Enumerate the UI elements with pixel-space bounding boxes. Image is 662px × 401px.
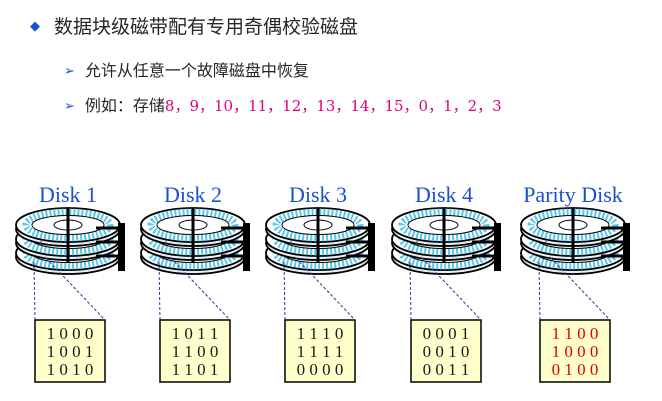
bit-row: 1 0 0 0 — [47, 324, 94, 343]
bit-row: 1 0 1 1 — [172, 324, 219, 343]
sub-bullet-1-text: 允许从任意一个故障磁盘中恢复 — [84, 61, 309, 80]
sub-bullet-1: ➢ 允许从任意一个故障磁盘中恢复 — [64, 57, 309, 81]
bit-box — [284, 319, 356, 383]
actuator-arm — [368, 223, 375, 271]
bit-row: 0 1 0 0 — [552, 360, 599, 379]
arrow-bullet-icon: ➢ — [64, 64, 75, 79]
sector-mark: r — [40, 236, 43, 246]
arrow-bullet-icon: ➢ — [64, 99, 75, 114]
bit-row: 1 0 1 0 — [47, 360, 94, 379]
actuator-arm — [623, 223, 630, 271]
bit-row: 1 1 0 1 — [172, 360, 219, 379]
track-band — [398, 208, 490, 242]
disk-unit: Disk 2 r 1 0 1 11 1 0 01 1 0 1 — [140, 182, 250, 383]
zoom-line-right — [550, 257, 611, 321]
disk-unit: Disk 1 r 1 0 0 01 0 0 11 0 1 0 — [15, 182, 125, 383]
sector-mark: r — [545, 236, 548, 246]
disk-unit: Parity Disk r 1 1 0 01 0 0 00 1 0 0 — [520, 182, 630, 383]
bit-box — [159, 319, 231, 383]
disk-unit: Disk 4 r 0 0 0 10 0 1 00 0 1 1 — [391, 182, 501, 383]
disk-title: Disk 2 — [164, 182, 222, 207]
bit-row: 1 1 0 0 — [552, 324, 599, 343]
bit-row: 1 0 0 1 — [47, 342, 94, 361]
track-band — [147, 208, 239, 242]
diamond-bullet-icon: ◆ — [30, 19, 40, 34]
disk-unit: Disk 3 r 1 1 1 01 1 1 10 0 0 0 — [265, 182, 375, 383]
bit-box — [410, 319, 482, 383]
main-bullet-text: 数据块级磁带配有专用奇偶校验磁盘 — [54, 16, 359, 38]
bit-row: 0 0 1 1 — [423, 360, 470, 379]
bit-row: 0 0 1 0 — [423, 342, 470, 361]
disk-title: Disk 1 — [39, 182, 97, 207]
bit-row: 1 1 0 0 — [172, 342, 219, 361]
bit-row: 1 0 0 0 — [552, 342, 599, 361]
sub-bullet-2: ➢ 例如：存储8，9，10，11，12，13，14，15，0，1，2，3 — [64, 92, 502, 116]
bit-row: 1 1 1 0 — [297, 324, 344, 343]
actuator-arm — [243, 223, 250, 271]
sub-bullet-2-prefix: 例如：存储 — [84, 96, 165, 115]
main-bullet: ◆ 数据块级磁带配有专用奇偶校验磁盘 — [30, 12, 358, 39]
zoom-line-right — [295, 257, 356, 321]
zoom-line-right — [170, 257, 231, 321]
bit-box — [34, 319, 106, 383]
bit-row: 1 1 1 1 — [297, 342, 344, 361]
disk-title: Disk 3 — [289, 182, 347, 207]
sector-mark: r — [416, 236, 419, 246]
sector-mark: r — [290, 236, 293, 246]
bit-row: 0 0 0 1 — [423, 324, 470, 343]
track-band — [272, 208, 364, 242]
disk-title: Parity Disk — [523, 182, 623, 207]
sector-mark: r — [165, 236, 168, 246]
actuator-arm — [118, 223, 125, 271]
disk-title: Disk 4 — [415, 182, 473, 207]
track-band — [527, 208, 619, 242]
zoom-line-right — [45, 257, 106, 321]
zoom-line-right — [421, 257, 482, 321]
bit-row: 0 0 0 0 — [297, 360, 344, 379]
bit-box — [539, 319, 611, 383]
storage-sequence: 8，9，10，11，12，13，14，15，0，1，2，3 — [164, 97, 502, 115]
actuator-arm — [494, 223, 501, 271]
track-band — [22, 208, 114, 242]
